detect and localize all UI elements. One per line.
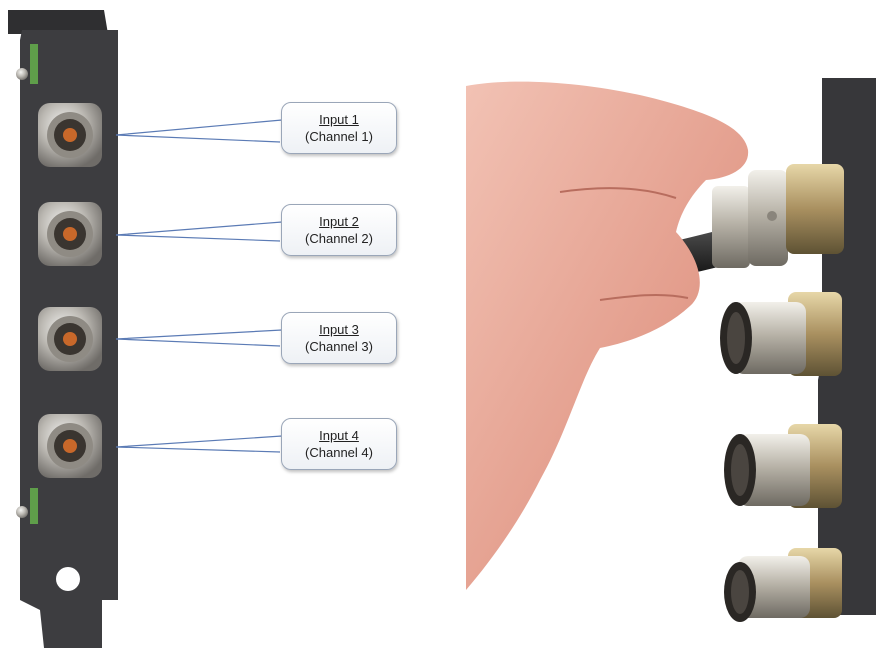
leader-line-4 <box>115 435 283 453</box>
callout-input-1: Input 1 (Channel 1) <box>281 102 397 154</box>
bnc-connector-4 <box>38 414 102 478</box>
callout-leader-lines <box>115 119 283 453</box>
leader-line-1 <box>115 119 283 143</box>
screw-icon <box>16 506 28 518</box>
leader-line-2 <box>115 221 283 242</box>
callout-title: Input 3 <box>319 322 359 337</box>
thumb-crease <box>599 293 689 301</box>
hand <box>466 81 749 590</box>
empty-bnc-jack-1 <box>720 292 842 376</box>
empty-bnc-jack-2 <box>724 424 842 508</box>
bnc-connector-3 <box>38 307 102 371</box>
bracket-top-tab <box>8 10 108 34</box>
callout-title: Input 4 <box>319 428 359 443</box>
bnc-connector-1 <box>38 103 102 167</box>
green-pcb-edge-top <box>30 44 38 84</box>
screw-icon <box>16 68 28 80</box>
callout-subtitle: (Channel 3) <box>305 339 373 354</box>
callout-input-2: Input 2 (Channel 2) <box>281 204 397 256</box>
connection-photo <box>466 78 876 622</box>
leader-line-3 <box>115 329 283 347</box>
callout-subtitle: (Channel 4) <box>305 445 373 460</box>
callout-input-4: Input 4 (Channel 4) <box>281 418 397 470</box>
bnc-connector-2 <box>38 202 102 266</box>
callout-input-3: Input 3 (Channel 3) <box>281 312 397 364</box>
callout-subtitle: (Channel 2) <box>305 231 373 246</box>
callout-subtitle: (Channel 1) <box>305 129 373 144</box>
callout-title: Input 2 <box>319 214 359 229</box>
callout-title: Input 1 <box>319 112 359 127</box>
finger-crease <box>559 187 677 199</box>
empty-bnc-jack-3 <box>724 548 842 622</box>
mounting-hole <box>56 567 80 591</box>
green-pcb-edge-bottom <box>30 488 38 524</box>
plugged-bnc-plug <box>712 164 844 268</box>
